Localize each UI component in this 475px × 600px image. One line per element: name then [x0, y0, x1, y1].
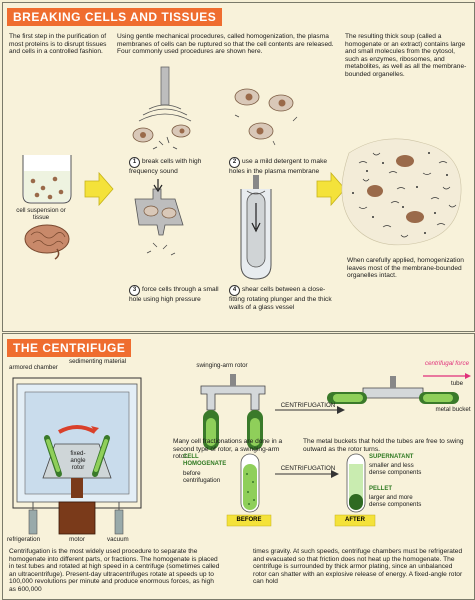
- swinging-rotor-label: swinging-arm rotor: [196, 362, 248, 369]
- step-number: 3: [129, 285, 140, 296]
- centrifuge-body-left: Centrifugation is the most widely used p…: [9, 548, 220, 593]
- step-number: 2: [229, 157, 240, 168]
- step-text: use a mild detergent to make holes in th…: [229, 158, 328, 175]
- after-label: AFTER: [345, 517, 365, 523]
- supernatant-desc: smaller and less dense components: [369, 462, 422, 476]
- pellet-label: PELLET: [369, 486, 393, 492]
- centrifuge-panel: THE CENTRIFUGE: [2, 333, 475, 600]
- beaker-icon: [22, 155, 72, 204]
- panel1-illustrations: [22, 66, 462, 280]
- arrow-right-icon: [316, 171, 346, 207]
- rotor-label: fixed-angle rotor: [70, 450, 86, 471]
- centrifuge-body-right: times gravity. At such speeds, centrifug…: [253, 548, 463, 586]
- swinging-rotor-icon: [200, 373, 471, 450]
- step-text: break cells with high frequency sound: [129, 158, 202, 175]
- refrigeration-label: refrigeration: [7, 536, 41, 543]
- centrifugation-label: CENTRIFUGATION: [280, 402, 336, 409]
- sedimenting-label: sedimenting material: [69, 358, 127, 365]
- step-number: 1: [129, 157, 140, 168]
- before-label: BEFORE: [236, 517, 262, 523]
- methods-intro-text: Using gentle mechanical procedures, call…: [117, 33, 334, 56]
- metal-bucket-label: metal bucket: [435, 406, 471, 413]
- intro-text: The first step in the purification of mo…: [9, 33, 107, 56]
- tissue-icon: [24, 224, 70, 260]
- before-centrifugation-label: before centrifugation: [183, 470, 221, 484]
- tube-label: tube: [450, 380, 464, 387]
- pressure-cell-icon: [134, 179, 184, 256]
- centrifugation-label-2: CENTRIFUGATION: [280, 465, 336, 472]
- panel2-illustrations: [12, 373, 471, 535]
- result-text: The resulting thick soup (called a homog…: [345, 33, 467, 78]
- sonication-probe-icon: [132, 66, 192, 150]
- suspension-label: cell suspension or tissue: [16, 207, 66, 221]
- after-tube-icon: [346, 453, 366, 513]
- supernatant-label: SUPERNATANT: [369, 454, 414, 460]
- step-text: force cells through a small hole using h…: [129, 286, 219, 303]
- swing-text-left: Many cell fractionations are done in a s…: [173, 438, 283, 461]
- step-number: 4: [229, 285, 240, 296]
- before-tube-icon: [240, 453, 260, 513]
- homogenizer-icon: [240, 175, 272, 280]
- panel-title: BREAKING CELLS AND TISSUES: [7, 8, 223, 26]
- pellet-desc: larger and more dense components: [369, 494, 422, 508]
- homogenate-icon: [341, 138, 462, 246]
- cell-homogenate-label: CELL HOMOGENATE: [183, 454, 227, 467]
- motor-label: motor: [69, 536, 85, 543]
- arrow-right-icon: [84, 171, 114, 207]
- conclusion-text: When carefully applied, homogenization l…: [347, 257, 464, 280]
- panel-title: THE CENTRIFUGE: [7, 339, 132, 357]
- breaking-cells-panel: BREAKING CELLS AND TISSUES The first ste…: [2, 2, 475, 332]
- detergent-cells-icon: [234, 88, 298, 146]
- armored-chamber-label: armored chamber: [9, 364, 58, 371]
- centrifugal-force-label: centrifugal force: [424, 360, 470, 367]
- centrifuge-icon: [12, 377, 142, 535]
- vacuum-label: vacuum: [107, 536, 129, 543]
- step-text: shear cells between a close-fitting rota…: [229, 286, 332, 311]
- swing-text-right: The metal buckets that hold the tubes ar…: [303, 438, 464, 453]
